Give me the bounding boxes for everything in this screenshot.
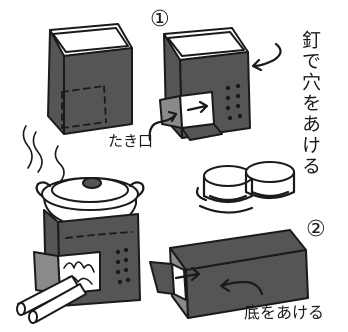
step2-marker: ② [306,217,326,242]
label-nail-holes: 釘で穴をあける [299,30,321,177]
can-with-holes [159,27,282,141]
label-open-bottom: 底をあける [244,303,324,322]
cut-line-top [61,85,105,93]
stove-holes [115,247,131,285]
can-with-cut-lines [47,23,133,135]
firewood-sticks [16,275,87,324]
nail-holes [225,83,243,121]
steam [22,125,33,169]
step1-marker: ① [150,7,170,32]
fire-icon [63,261,95,273]
cut-line-bottom [61,121,107,129]
cooking-pots [195,161,296,214]
label-fire-mouth: たき口 [108,132,153,150]
assembled-stove [16,125,145,324]
can-bottom-open [149,229,309,319]
cut-line-right [103,85,107,123]
